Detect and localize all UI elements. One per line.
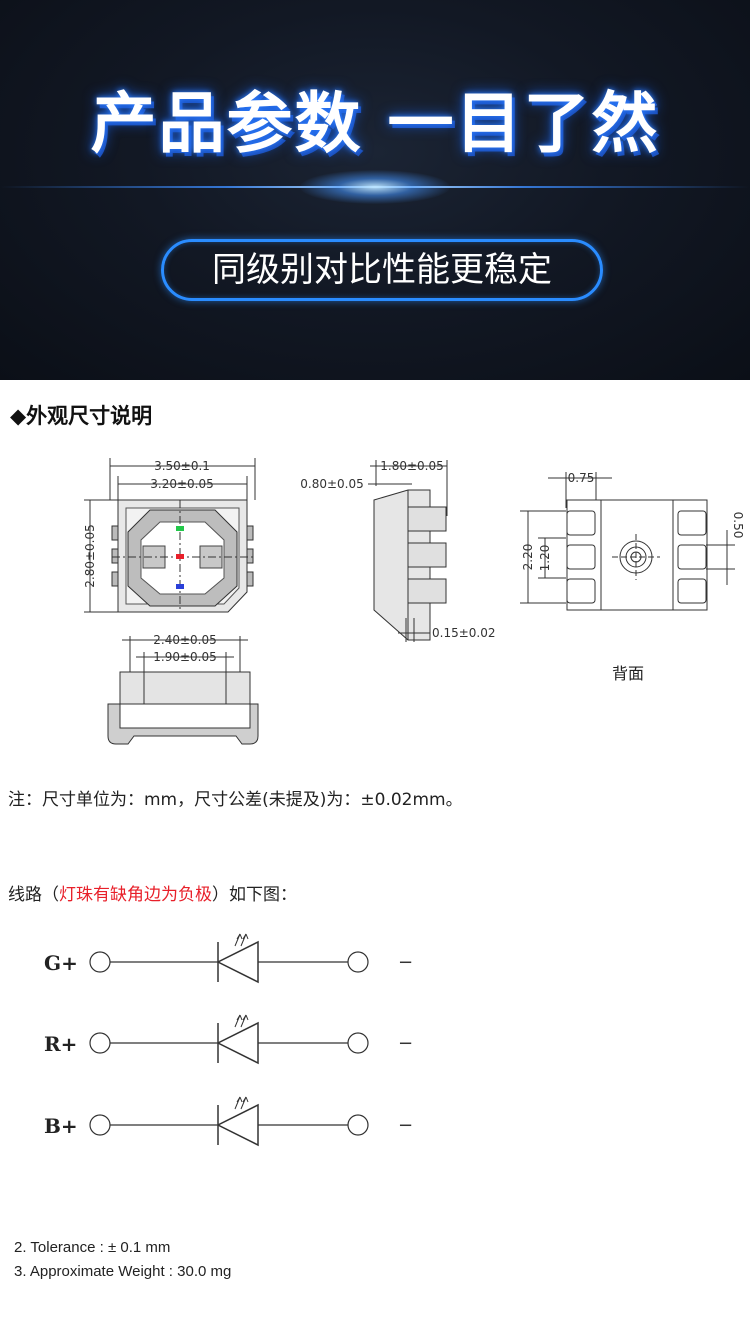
spec-list: 2. Tolerance : ± 0.1 mm 3. Approximate W…	[14, 1236, 231, 1284]
side-view	[368, 460, 448, 642]
dim-back-pad-width: 0.75	[568, 471, 595, 485]
circuit-row-r	[89, 1014, 369, 1064]
minus-b: −	[398, 1115, 413, 1136]
dim-top-height: 2.80±0.05	[83, 524, 97, 588]
section-title: ◆外观尺寸说明	[10, 404, 153, 428]
green-chip	[176, 526, 184, 531]
circuit-note: 线路（灯珠有缺角边为负极）如下图：	[8, 880, 297, 905]
red-chip	[176, 554, 184, 559]
dim-bottom-width-inner: 1.90±0.05	[153, 650, 217, 664]
dim-back-height-outer: 2.20	[521, 544, 535, 571]
dim-side-depth: 1.80±0.05	[380, 459, 444, 473]
circuit-note-suffix: ）如下图：	[212, 885, 297, 905]
label-b-plus: B+	[44, 1114, 78, 1138]
minus-r: −	[398, 1033, 413, 1054]
bottom-view	[107, 636, 259, 745]
glow-spot	[300, 170, 450, 204]
circuit-note-highlight: 灯珠有缺角边为负极	[59, 885, 212, 905]
dim-back-pad-pitch: 0.50	[731, 512, 745, 539]
circuit-diagram: G+ R+ B+ − − −	[44, 933, 413, 1146]
spec-weight: 3. Approximate Weight : 30.0 mg	[14, 1263, 232, 1280]
minus-g: −	[398, 952, 413, 973]
dim-side-lead: 0.15±0.02	[432, 626, 496, 640]
dim-back-height-inner: 1.20	[538, 545, 552, 572]
circuit-row-g	[89, 933, 369, 983]
blue-chip	[176, 584, 184, 589]
tolerance-note: 注：尺寸单位为：mm，尺寸公差(未提及)为：±0.02mm。	[8, 790, 463, 810]
subtitle-pill: 同级别对比性能更稳定	[161, 239, 603, 301]
dim-top-width-inner: 3.20±0.05	[150, 477, 214, 491]
spec-tolerance: 2. Tolerance : ± 0.1 mm	[14, 1239, 171, 1256]
back-view	[520, 472, 735, 611]
dim-bottom-width-outer: 2.40±0.05	[153, 633, 217, 647]
hero-banner: 产品参数 一目了然 同级别对比性能更稳定	[0, 0, 750, 380]
dimension-drawing: 3.50±0.1 3.20±0.05 2.80±0.05 1.80±0.05 0…	[83, 458, 745, 745]
back-view-label: 背面	[612, 664, 645, 683]
label-r-plus: R+	[44, 1032, 77, 1056]
label-g-plus: G+	[44, 951, 78, 975]
dim-top-width-outer: 3.50±0.1	[154, 459, 210, 473]
circuit-note-prefix: 线路（	[8, 885, 59, 905]
circuit-row-b	[89, 1096, 369, 1146]
banner-title: 产品参数 一目了然	[90, 85, 660, 162]
dim-side-offset: 0.80±0.05	[300, 477, 364, 491]
